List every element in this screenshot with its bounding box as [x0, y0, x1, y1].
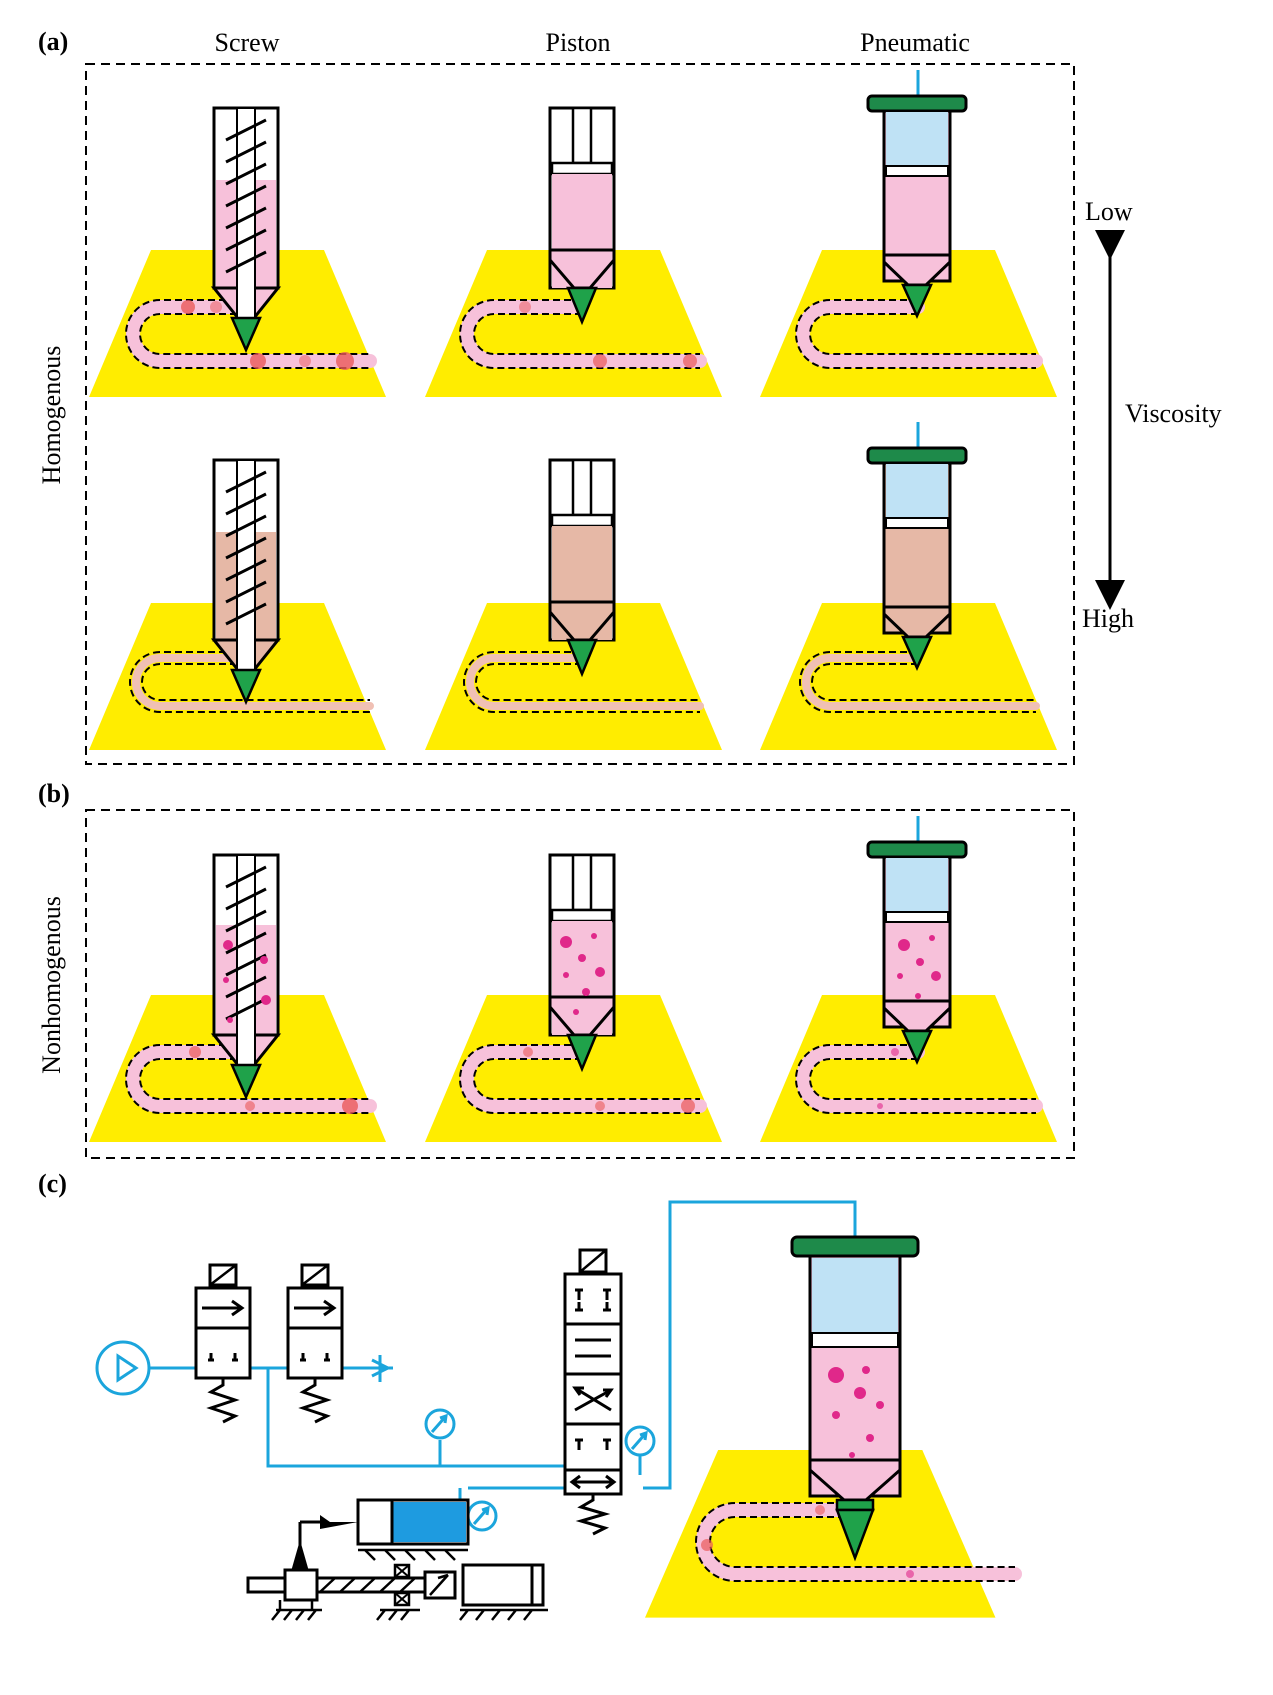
proportional-valve [563, 1248, 623, 1536]
pneumatic-circuit [95, 1200, 920, 1621]
printed-path-piston-nonhomogenous [459, 1044, 707, 1114]
solenoid-valve-2 [286, 1263, 344, 1424]
pressure-gauge-1 [424, 1408, 456, 1440]
viscosity-high-label: High [1082, 604, 1134, 633]
piston-extruder-high [548, 458, 616, 678]
panel-b-label: (b) [38, 779, 70, 808]
printed-path-pneumatic-low [795, 299, 1043, 369]
pneumatic-extruder-high [866, 422, 968, 672]
printed-path-screw-low [125, 299, 377, 370]
column-label-piston: Piston [545, 28, 610, 57]
pressure-gauge-2 [624, 1425, 656, 1457]
printed-path-pneumatic-high [799, 651, 1040, 713]
printed-path-screw-high [129, 651, 374, 713]
pressure-gauge-3 [466, 1500, 498, 1532]
compressor-symbol [95, 1340, 151, 1396]
column-label-pneumatic: Pneumatic [860, 28, 970, 57]
screw-extruder-nonhomogenous [210, 853, 282, 1101]
printed-path-pneumatic-nonhomogenous [795, 1044, 1043, 1114]
column-label-screw: Screw [215, 28, 280, 57]
screw-extruder-high [210, 458, 282, 706]
row-label-homogenous: Homogenous [37, 346, 66, 485]
viscosity-label: Viscosity [1125, 399, 1222, 428]
solenoid-valve-1 [194, 1263, 252, 1424]
row-label-nonhomogenous: Nonhomogenous [37, 896, 66, 1074]
panel-b-frame [85, 809, 1075, 1159]
piston-extruder-low [548, 106, 616, 326]
piston-extruder-nonhomogenous [548, 853, 616, 1073]
screw-extruder-low [210, 106, 282, 354]
pneumatic-extruder-low [866, 70, 968, 320]
pneumatic-cylinder [300, 1498, 470, 1561]
printed-path-piston-high [463, 651, 704, 713]
pneumatic-extruder-system [790, 1235, 920, 1562]
printed-path-system [695, 1502, 1022, 1582]
pneumatic-extruder-nonhomogenous [866, 816, 968, 1066]
panel-c-label: (c) [38, 1169, 67, 1198]
viscosity-low-label: Low [1085, 197, 1133, 226]
printed-path-screw-nonhomogenous [125, 1044, 377, 1114]
panel-a-label: (a) [38, 27, 68, 56]
printed-path-piston-low [459, 299, 707, 369]
panel-a-frame [85, 63, 1075, 765]
lead-screw-assembly [246, 1522, 548, 1621]
